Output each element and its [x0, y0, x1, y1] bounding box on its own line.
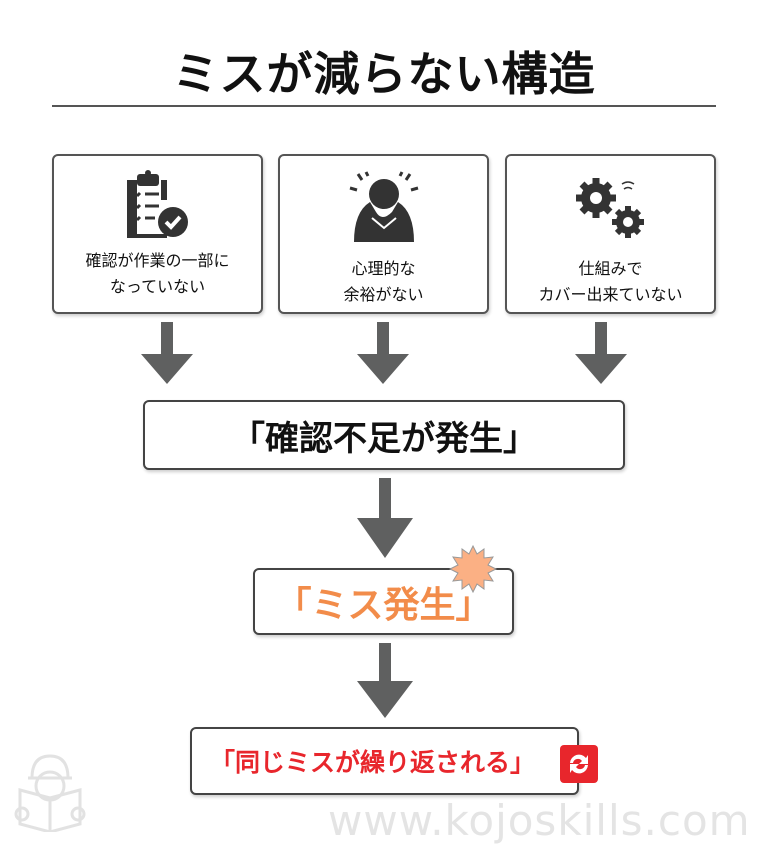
cause-card-confirmation: 確認が作業の一部になっていない — [52, 154, 263, 314]
reading-mascot-icon — [14, 754, 86, 832]
stressed-person-icon — [280, 170, 487, 242]
arrow-down-icon — [357, 322, 409, 384]
step-repeat-mistake: 「同じミスが繰り返される」 — [190, 727, 579, 795]
arrow-down-icon — [141, 322, 193, 384]
repeat-icon — [560, 745, 598, 783]
arrow-down-icon — [357, 643, 413, 718]
cause-text: なっていない — [109, 277, 206, 296]
arrow-down-icon — [357, 478, 413, 558]
watermark: www.kojoskills.com — [328, 796, 751, 845]
cause-text: 心理的な — [351, 259, 416, 278]
burst-icon — [448, 544, 498, 594]
cause-text: 確認が作業の一部に — [85, 251, 230, 270]
cause-text: 仕組みで — [578, 259, 643, 278]
cause-card-system: 仕組みでカバー出来ていない — [505, 154, 716, 314]
step-confirmation-shortage: 「確認不足が発生」 — [143, 400, 625, 470]
title-divider — [52, 105, 716, 107]
clipboard-check-icon — [54, 170, 261, 242]
page-title: ミスが減らない構造 — [172, 47, 596, 101]
cause-text: カバー出来ていない — [538, 285, 683, 304]
arrow-down-icon — [575, 322, 627, 384]
cause-card-psychological: 心理的な余裕がない — [278, 154, 489, 314]
cause-text: 余裕がない — [343, 285, 424, 304]
gears-icon — [507, 170, 714, 242]
